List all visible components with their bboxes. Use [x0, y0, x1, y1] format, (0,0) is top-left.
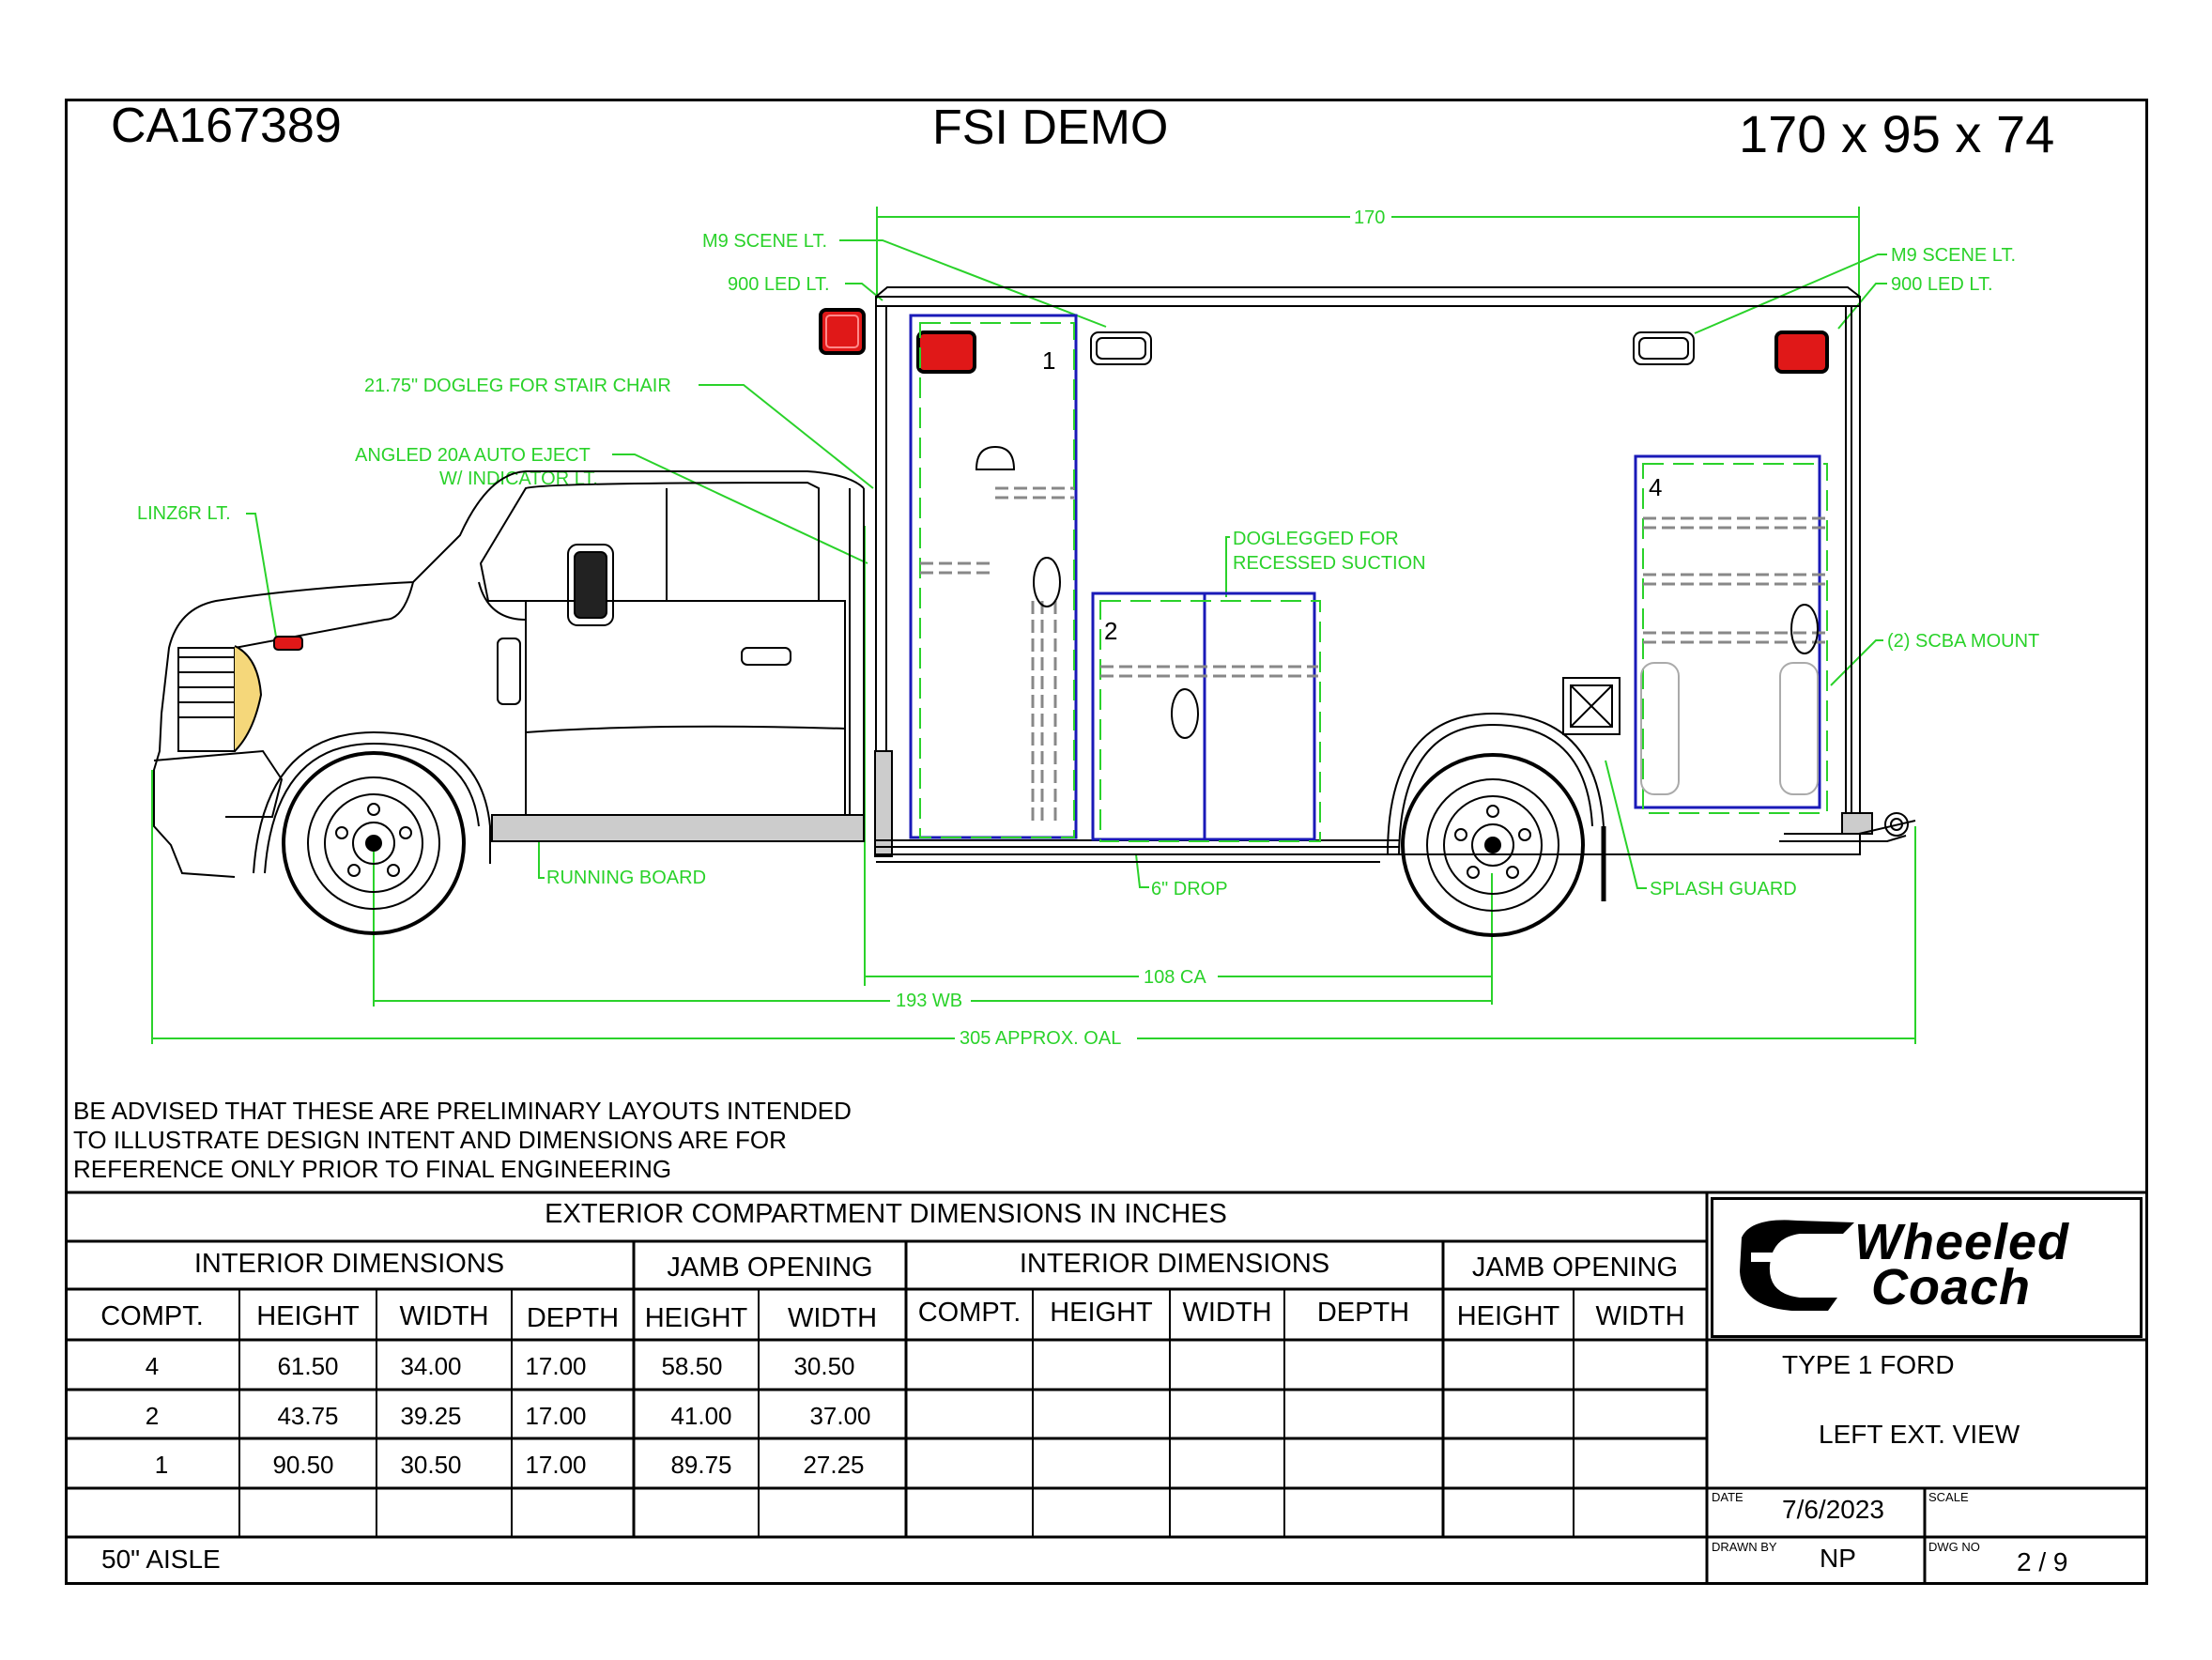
disclaimer-line-3: REFERENCE ONLY PRIOR TO FINAL ENGINEERIN… [73, 1155, 672, 1183]
job-number: CA167389 [111, 99, 342, 153]
warning-lights [819, 308, 1829, 374]
disclaimer: BE ADVISED THAT THESE ARE PRELIMINARY LA… [73, 1097, 852, 1184]
ambulance-module [874, 286, 1916, 901]
col-jamb-height-right: HEIGHT [1456, 1301, 1560, 1331]
overall-dimensions: 170 x 95 x 74 [1739, 104, 2055, 163]
table-title: EXTERIOR COMPARTMENT DIMENSIONS IN INCHE… [545, 1199, 1227, 1229]
logo-line-1: Wheeled [1854, 1214, 2070, 1270]
scale-label: SCALE [1928, 1490, 1969, 1504]
row-1-compt: 1 [154, 1451, 169, 1479]
front-wheel [282, 751, 466, 935]
logo-swoosh-icon [1740, 1220, 1854, 1311]
callout-doglegged: DOGLEGGED FOR [1233, 529, 1399, 549]
col-jamb-width-right: WIDTH [1595, 1301, 1685, 1331]
row-2-jamb-height: 41.00 [670, 1402, 732, 1430]
col-jamb-width-left: WIDTH [787, 1303, 878, 1333]
aisle-note: 50" AISLE [101, 1545, 221, 1574]
callout-linz6r: LINZ6R LT. [137, 503, 231, 524]
drawing-number: 2 / 9 [2017, 1547, 2068, 1576]
wheeled-coach-logo: Wheeled Coach [1711, 1197, 2143, 1338]
disclaimer-line-1: BE ADVISED THAT THESE ARE PRELIMINARY LA… [73, 1097, 852, 1125]
callout-splash-guard: SPLASH GUARD [1650, 879, 1797, 899]
scba-mounts [1640, 662, 1819, 795]
disclaimer-line-2: TO ILLUSTRATE DESIGN INTENT AND DIMENSIO… [73, 1126, 787, 1154]
callout-scba-mount: (2) SCBA MOUNT [1887, 631, 2039, 652]
drawn-by-label: DRAWN BY [1712, 1540, 1777, 1554]
dimension-lines [151, 207, 1916, 1044]
logo-line-2: Coach [1871, 1259, 2032, 1315]
compartment-2-number: 2 [1104, 617, 1117, 645]
group-jamb-left: JAMB OPENING [667, 1253, 873, 1283]
col-width-left: WIDTH [399, 1301, 489, 1331]
vehicle-type: TYPE 1 FORD [1782, 1350, 1955, 1379]
row-4-jamb-width: 30.50 [793, 1352, 855, 1380]
compartment-1-number: 1 [1042, 346, 1055, 375]
door-handles [975, 445, 1819, 739]
group-jamb-right: JAMB OPENING [1471, 1253, 1679, 1283]
date-label: DATE [1712, 1490, 1743, 1504]
row-1-jamb-height: 89.75 [670, 1451, 732, 1479]
row-4-compt: 4 [145, 1352, 160, 1380]
row-2-height: 43.75 [277, 1402, 339, 1430]
dim-body-length: 170 [1354, 208, 1385, 228]
callout-recessed-suction: RECESSED SUCTION [1233, 553, 1426, 574]
linz6r-light [273, 636, 303, 651]
group-interior-left: INTERIOR DIMENSIONS [193, 1249, 505, 1279]
col-depth-right: DEPTH [1316, 1298, 1410, 1328]
row-2-compt: 2 [145, 1402, 160, 1430]
compartment-interiors [919, 322, 1828, 842]
callout-auto-eject: ANGLED 20A AUTO EJECT [355, 445, 591, 466]
col-height-left: HEIGHT [256, 1301, 360, 1331]
scene-lights [1090, 331, 1695, 365]
group-interior-right: INTERIOR DIMENSIONS [1019, 1249, 1330, 1279]
callout-dogleg-stair-chair: 21.75" DOGLEG FOR STAIR CHAIR [364, 376, 671, 396]
row-4-depth: 17.00 [525, 1352, 587, 1380]
callout-900-led-right: 900 LED LT. [1891, 274, 1993, 295]
row-1-height: 90.50 [272, 1451, 334, 1479]
callout-m9-scene-left: M9 SCENE LT. [702, 231, 827, 252]
dim-wheelbase: 193 WB [896, 991, 962, 1011]
row-2-width: 39.25 [400, 1402, 462, 1430]
customer-name: FSI DEMO [932, 100, 1169, 155]
dwg-no-label: DWG NO [1928, 1540, 1980, 1554]
row-1-width: 30.50 [400, 1451, 462, 1479]
callout-running-board: RUNNING BOARD [546, 868, 706, 888]
callout-indicator-light: W/ INDICATOR LT. [439, 469, 598, 489]
drawing-date: 7/6/2023 [1782, 1495, 1884, 1524]
row-4-width: 34.00 [400, 1352, 462, 1380]
dim-overall-length: 305 APPROX. OAL [960, 1028, 1121, 1049]
col-compt-right: COMPT. [917, 1298, 1022, 1328]
dim-cab-axle: 108 CA [1144, 967, 1206, 988]
callout-m9-scene-right: M9 SCENE LT. [1891, 245, 2016, 266]
shelves [920, 486, 1827, 826]
drawing-frame [65, 99, 2148, 1585]
col-jamb-height-left: HEIGHT [644, 1303, 748, 1333]
col-width-right: WIDTH [1182, 1298, 1272, 1328]
col-depth-left: DEPTH [526, 1303, 620, 1333]
view-name: LEFT EXT. VIEW [1819, 1420, 2020, 1449]
compartment-4-number: 4 [1649, 473, 1662, 501]
row-4-jamb-height: 58.50 [661, 1352, 723, 1380]
callout-900-led-left: 900 LED LT. [728, 274, 830, 295]
callout-6in-drop: 6" DROP [1151, 879, 1228, 899]
col-compt-left: COMPT. [100, 1301, 204, 1331]
row-1-jamb-width: 27.25 [803, 1451, 865, 1479]
drawn-by: NP [1820, 1544, 1856, 1573]
row-4-height: 61.50 [277, 1352, 339, 1380]
truck-cab [153, 470, 865, 878]
col-height-right: HEIGHT [1050, 1298, 1153, 1328]
row-2-jamb-width: 37.00 [809, 1402, 871, 1430]
row-1-depth: 17.00 [525, 1451, 587, 1479]
rear-wheel [1401, 753, 1585, 937]
row-2-depth: 17.00 [525, 1402, 587, 1430]
